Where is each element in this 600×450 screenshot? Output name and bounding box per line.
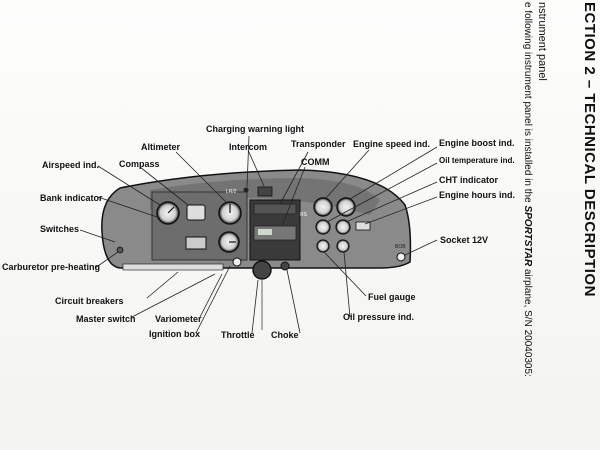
comm-display	[258, 229, 272, 235]
label-variometer: Variometer	[155, 314, 202, 324]
label-bank-indicator: Bank indicator	[40, 193, 103, 203]
label-fuel-gauge: Fuel gauge	[368, 292, 416, 302]
charging-warning-lamp	[243, 187, 249, 193]
socket-12v	[396, 252, 406, 262]
panel-marking-3: BOB	[395, 244, 406, 250]
transponder-unit	[253, 203, 297, 215]
label-oil-pressure: Oil pressure ind.	[343, 312, 415, 322]
label-choke: Choke	[271, 330, 299, 340]
label-master-switch: Master switch	[76, 314, 136, 324]
engine-boost-gauge	[336, 197, 356, 217]
label-ignition-box: Ignition box	[149, 329, 200, 339]
oil-pressure-gauge	[336, 239, 350, 253]
carburetor-knob	[116, 246, 124, 254]
choke-knob	[280, 261, 290, 271]
label-compass: Compass	[119, 159, 160, 169]
variometer-gauge	[218, 231, 240, 253]
label-comm: COMM	[301, 157, 330, 167]
throttle-knob	[252, 260, 272, 330]
leader-lines	[79, 135, 438, 334]
label-transponder: Transponder	[291, 139, 346, 149]
label-intercom: Intercom	[229, 142, 268, 152]
label-carburetor: Carburetor pre-heating	[2, 262, 101, 272]
label-switches: Switches	[40, 224, 80, 234]
panel-marking-2: RS	[300, 212, 307, 218]
label-socket: Socket 12V	[440, 235, 489, 245]
panel-marking-1: LR/2	[226, 189, 237, 195]
circuit-breaker-strip	[122, 263, 224, 271]
engine-hours-gauge	[355, 221, 371, 231]
label-airspeed: Airspeed ind.	[42, 160, 100, 170]
label-altimeter: Altimeter	[141, 142, 181, 152]
intercom-unit	[257, 186, 273, 197]
panel-knob	[232, 257, 242, 267]
cht-gauge	[335, 219, 351, 235]
label-engine-boost: Engine boost ind.	[439, 138, 515, 148]
glare-shield	[150, 178, 380, 215]
oil-temperature-gauge	[315, 219, 331, 235]
label-engine-speed: Engine speed ind.	[353, 139, 431, 149]
fuel-gauge-dial	[316, 239, 330, 253]
bank-indicator-gauge	[185, 236, 207, 250]
airspeed-indicator-gauge	[156, 201, 180, 225]
engine-speed-gauge	[313, 197, 333, 217]
label-circuit-breakers: Circuit breakers	[55, 296, 124, 306]
label-cht: CHT indicator	[439, 175, 499, 185]
label-oil-temperature: Oil temperature ind.	[439, 156, 515, 165]
label-charging-warning-light: Charging warning light	[206, 124, 304, 134]
label-engine-hours: Engine hours ind.	[439, 190, 515, 200]
altimeter-gauge	[218, 201, 242, 225]
label-throttle: Throttle	[221, 330, 255, 340]
compass-gauge	[186, 204, 206, 221]
engine-gauge-cluster	[313, 197, 371, 253]
